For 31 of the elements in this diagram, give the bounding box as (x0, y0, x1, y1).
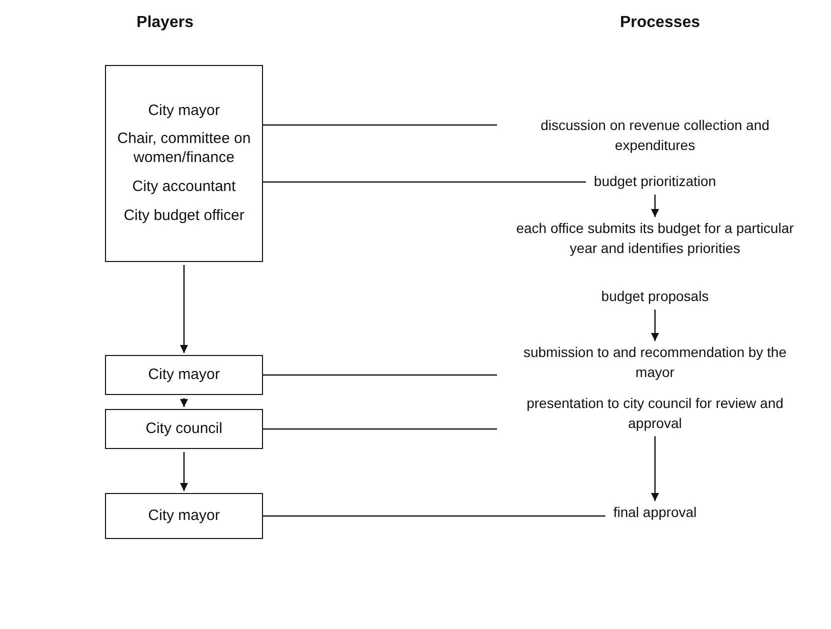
player-name: City mayor (148, 506, 220, 526)
arrow (180, 265, 188, 353)
connector-line (263, 124, 497, 126)
connector-line (263, 515, 606, 517)
arrow (651, 310, 659, 341)
column-heading: Players (136, 14, 194, 32)
arrow (180, 452, 188, 491)
process-text: discussion on revenue collection and expenditures (505, 116, 805, 156)
connector-line (263, 428, 497, 430)
process-text: each office submits its budget for a particular year and identifies priorities (505, 219, 805, 258)
player-name: City budget officer (124, 206, 244, 226)
player-name: Chair, committee on women/finance (116, 130, 252, 168)
process-text: budget proposals (601, 287, 709, 307)
player-box (105, 409, 263, 449)
column-heading: Processes (620, 14, 700, 32)
arrow (651, 436, 659, 501)
connector-line (263, 181, 586, 183)
player-box (105, 493, 263, 539)
arrow (180, 398, 188, 407)
player-box (105, 65, 263, 262)
player-box (105, 355, 263, 395)
process-text: final approval (613, 503, 697, 523)
player-name: City accountant (132, 178, 236, 197)
process-text: submission to and recommendation by the mayor (505, 343, 805, 382)
player-name: City council (146, 420, 222, 438)
process-text: presentation to city council for review and approval (505, 394, 805, 434)
player-name: City mayor (148, 366, 220, 384)
arrow (651, 194, 659, 217)
connector-line (263, 374, 497, 376)
player-name: City mayor (148, 102, 220, 120)
process-text: budget prioritization (594, 172, 716, 192)
